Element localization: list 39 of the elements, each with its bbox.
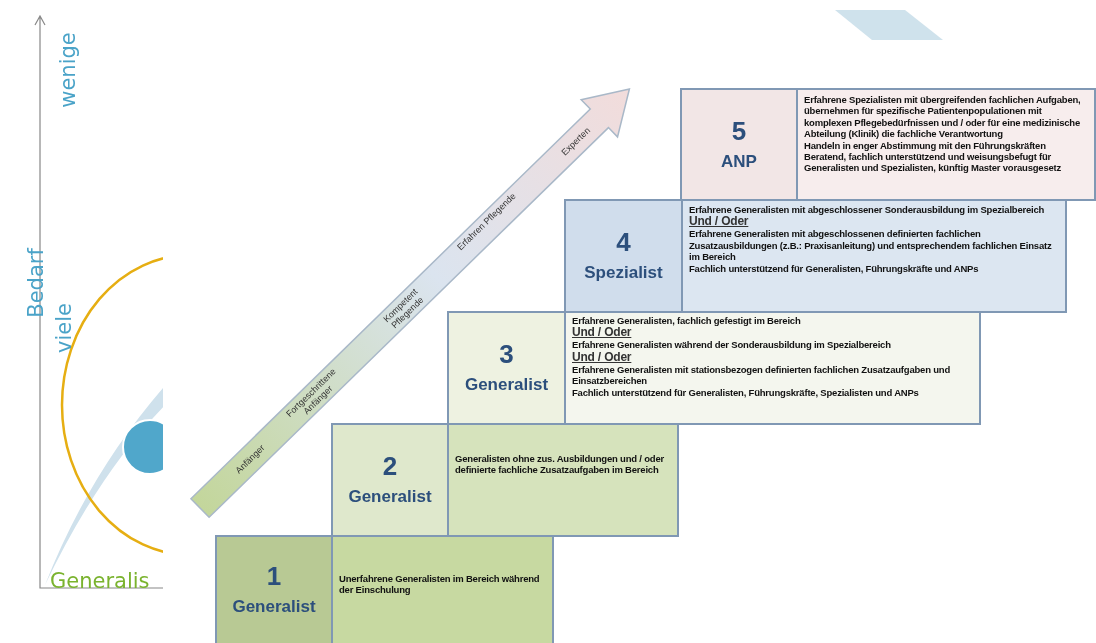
level-box (447, 311, 566, 425)
connector-text: Und / Oder (572, 326, 632, 340)
description-text: Erfahrene Generalisten, fachlich gefestigt im Bereich (572, 315, 802, 327)
axis-label: wenige (56, 31, 80, 110)
level-title: Spezialist (584, 262, 663, 284)
level-title: Generalist (464, 374, 549, 396)
description-box (681, 199, 1067, 313)
level-number: 1 (266, 561, 282, 591)
description-text: Fachlich unterstützend für Generalisten, Führungskräfte und ANPs (689, 262, 980, 275)
description-text: Handeln in enger Abstimmung mit den Führungskräften (804, 139, 1047, 152)
axis-label: Generalis (50, 569, 151, 593)
axis-label: viele (52, 302, 76, 355)
connector-text: Und / Oder (572, 350, 633, 364)
description-text: Fachlich unterstützend für Generalisten, Führungskräfte, Spezialisten und ANPs (572, 386, 920, 399)
description-text: Erfahrene Generalisten mit abgeschlossenen definierten fachlichen Zusatzausbildungen (z.B.: Praxisanleitung) und entsprechendem fachlichen Einsatz im Bereich (689, 228, 1053, 263)
description-text: Beratend, fachlich unterstützend und weisungsbefugt für Generalisten und Spezialisten, künftig Master vorausgesetz (804, 151, 1063, 174)
level-title: Generalist (232, 596, 316, 618)
level-title: ANP (721, 150, 757, 173)
description-text: Erfahrene Generalisten während der Sonderausbildung im Spezialbereich (572, 339, 892, 351)
description-text: Generalisten ohne zus. Ausbildungen und / oder definierte fachliche Zusatzaufgaben im Bereich (455, 453, 665, 476)
level-box (215, 535, 333, 643)
description-box (331, 535, 554, 643)
level-box (680, 88, 798, 201)
connector-text: Und / Oder (689, 215, 750, 229)
description-text: Unerfahrene Generalisten im Bereich während der Einschulung (339, 573, 541, 596)
level-number: 5 (731, 115, 747, 146)
axis-title: Bedarf (24, 246, 48, 320)
level-number: 2 (382, 451, 398, 481)
level-box (331, 423, 449, 537)
description-box (796, 88, 1096, 201)
description-text: Erfahrene Generalisten mit abgeschlossener Sonderausbildung im Spezialbereich (689, 204, 1046, 216)
description-text: Erfahrene Spezialisten mit übergreifenden fachlichen Aufgaben, übernehmen für spezifische Patientenpopulationen mit komplexen Pflegebedürfnissen und / oder für eine medizinische Abteilung (Klinik) die fachliche Verantwortung (804, 94, 1082, 140)
level-number: 4 (616, 227, 631, 257)
level-title: Generalist (348, 486, 432, 508)
description-text: Erfahrene Generalisten mit stationsbezogen definierten fachlichen Zusatzaufgaben und Einsatzbereichen (572, 363, 952, 387)
level-number: 3 (499, 339, 514, 369)
description-box (564, 311, 981, 425)
level-box (564, 199, 683, 313)
description-box (447, 423, 679, 537)
